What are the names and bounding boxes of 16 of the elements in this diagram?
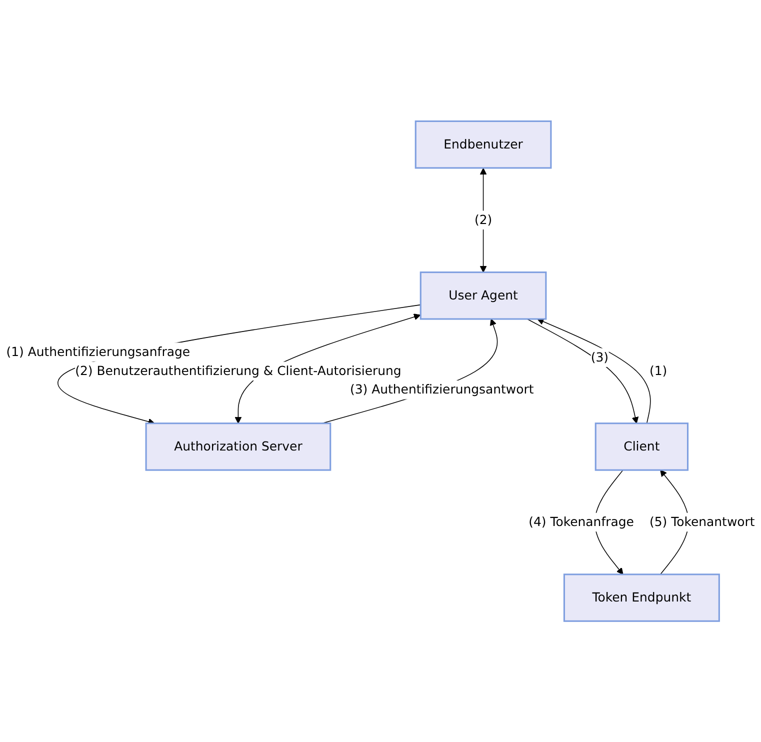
- edge-label: (5) Tokenantwort: [649, 514, 755, 530]
- edge-label: (1) Authentifizierungsanfrage: [6, 344, 190, 359]
- arrow: [526, 318, 639, 424]
- arrow: [537, 318, 651, 424]
- node-box: Authorization Server: [145, 422, 332, 471]
- node-box: User Agent: [420, 271, 547, 320]
- edge-label: (4) Tokenanfrage: [528, 514, 634, 530]
- edge-label: (2) Benutzerauthentifizierung & Client-Autorisierung: [75, 363, 402, 378]
- node-box: Client: [594, 422, 689, 471]
- edge-label: (1): [649, 363, 668, 378]
- arrow: [480, 168, 487, 272]
- node-box: Endbenutzer: [414, 120, 552, 169]
- edge-label: (3) Authentifizierungsantwort: [350, 382, 534, 397]
- node-box: Token Endpunkt: [563, 573, 720, 622]
- edge-label: (3): [590, 350, 609, 364]
- edge-label: (2): [474, 212, 492, 227]
